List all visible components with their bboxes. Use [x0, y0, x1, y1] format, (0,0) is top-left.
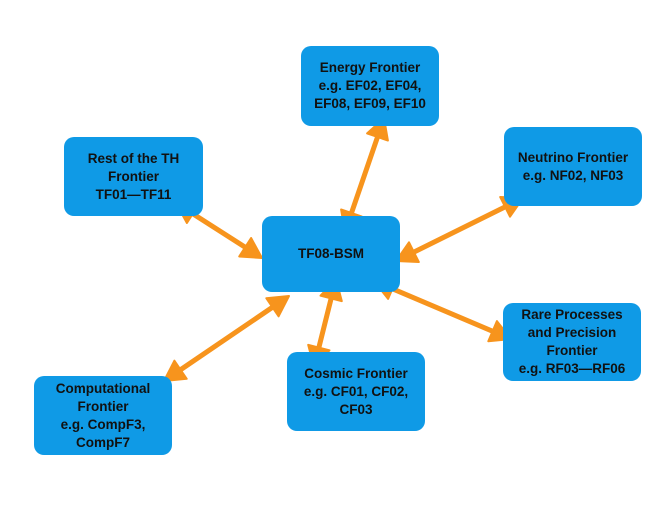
node-cosmic-frontier: Cosmic Frontier e.g. CF01, CF02, CF03 [287, 352, 425, 431]
arrow-shaft [315, 292, 335, 354]
node-rest-th-line-1: Rest of the TH [87, 150, 180, 166]
arrow-center-energy [340, 117, 389, 233]
arrow-shaft [186, 209, 252, 252]
node-energy-line-1: Energy Frontier [319, 60, 421, 75]
node-cosmic-line-3: CF03 [339, 401, 373, 417]
node-computational-line-2: Frontier [77, 398, 129, 414]
node-energy-frontier: Energy Frontier e.g. EF02, EF04, EF08, E… [301, 46, 439, 126]
node-neutrino-line-2: e.g. NF02, NF03 [522, 167, 624, 183]
node-rare-line-4: e.g. RF03—RF06 [518, 361, 626, 376]
node-energy-line-2: e.g. EF02, EF04, [318, 78, 422, 93]
arrowhead-inner [395, 241, 420, 263]
node-computational-line-4: CompF7 [76, 434, 130, 450]
node-cosmic-line-2: e.g. CF01, CF02, [303, 383, 409, 399]
node-computational-line-1: Computational [55, 380, 151, 396]
arrow-center-computational [163, 295, 290, 382]
arrowhead-outer [163, 359, 188, 382]
node-computational-frontier: Computational Frontier e.g. CompF3, Comp… [34, 376, 172, 455]
arrow-shaft [174, 302, 279, 375]
arrowhead-inner [265, 295, 290, 318]
node-neutrino-frontier: Neutrino Frontier e.g. NF02, NF03 [504, 127, 642, 206]
node-energy-line-3: EF08, EF09, EF10 [314, 96, 426, 111]
node-computational-line-3: e.g. CompF3, [60, 416, 146, 432]
arrow-shaft [386, 284, 499, 336]
node-rest-th-line-3: TF01—TF11 [95, 186, 172, 202]
node-rest-th-frontier: Rest of the TH Frontier TF01—TF11 [64, 137, 203, 216]
arrow-shaft [407, 202, 512, 257]
node-center: TF08-BSM [262, 216, 400, 292]
node-rare-line-3: Frontier [546, 343, 598, 358]
node-rest-th-line-2: Frontier [107, 168, 159, 184]
arrow-center-neutrino [395, 196, 524, 263]
arrow-shaft [347, 130, 382, 220]
arrowhead-inner [238, 237, 263, 259]
node-rare-line-1: Rare Processes [521, 307, 623, 322]
node-center-line-1: TF08-BSM [297, 246, 364, 261]
node-neutrino-line-1: Neutrino Frontier [517, 149, 629, 165]
node-rare-line-2: and Precision [527, 325, 617, 340]
node-rare-processes-frontier: Rare Processes and Precision Frontier e.… [503, 303, 641, 381]
node-cosmic-line-1: Cosmic Frontier [304, 365, 408, 381]
